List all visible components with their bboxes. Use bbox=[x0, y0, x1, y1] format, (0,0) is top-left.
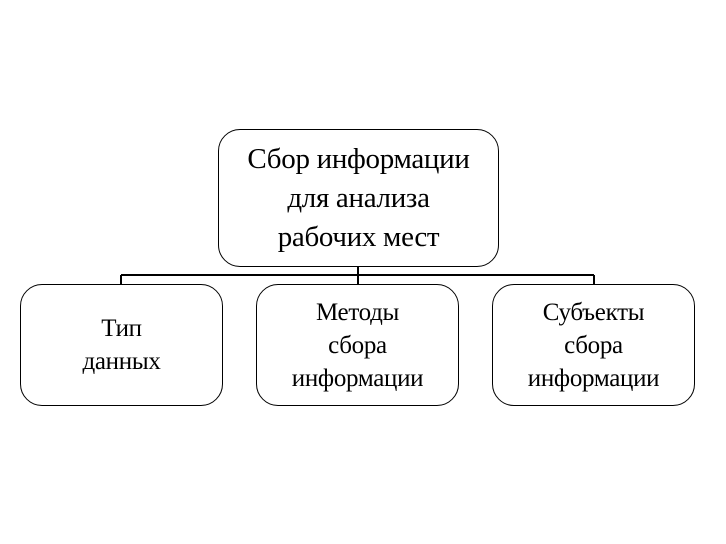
child-node-data-type: Тип данных bbox=[20, 284, 223, 406]
child-node-collection-subjects: Субъекты сбора информации bbox=[492, 284, 695, 406]
child-node-collection-methods: Методы сбора информации bbox=[256, 284, 459, 406]
child-node-label: Тип данных bbox=[82, 315, 161, 375]
root-node: Сбор информации для анализа рабочих мест bbox=[218, 129, 499, 267]
child-node-label: Субъекты сбора информации bbox=[527, 298, 660, 392]
child-node-label: Методы сбора информации bbox=[291, 298, 424, 392]
root-node-label: Сбор информации для анализа рабочих мест bbox=[247, 142, 470, 253]
